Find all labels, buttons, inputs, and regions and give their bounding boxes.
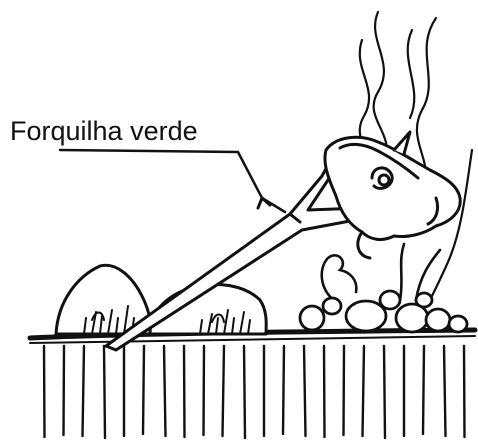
hatch-line xyxy=(423,346,424,434)
hatch-line xyxy=(304,346,306,436)
hatch-line xyxy=(83,346,85,436)
hatch-line xyxy=(44,346,45,437)
hatch-line xyxy=(283,346,284,434)
hatch-line xyxy=(363,346,365,436)
hatch-line xyxy=(344,346,345,435)
hatch-line xyxy=(244,346,245,438)
animal-in-fork xyxy=(325,132,460,258)
forquilha-verde-label: Forquilha verde xyxy=(10,116,198,146)
stones xyxy=(300,291,467,332)
hatch-line xyxy=(223,346,225,436)
ground-hatching xyxy=(44,346,465,438)
hatch-line xyxy=(184,346,185,437)
hatch-line xyxy=(104,346,105,438)
hatch-line xyxy=(384,346,385,438)
leader-line xyxy=(60,150,285,212)
left-mound xyxy=(56,265,266,334)
hatch-line xyxy=(324,346,325,437)
hatch-line xyxy=(143,346,144,434)
hatch-line xyxy=(464,346,465,437)
curly-vine xyxy=(322,244,440,300)
hatch-line xyxy=(64,346,65,435)
hatch-line xyxy=(204,346,205,435)
hatch-line xyxy=(164,346,166,436)
hatch-line xyxy=(444,346,446,436)
